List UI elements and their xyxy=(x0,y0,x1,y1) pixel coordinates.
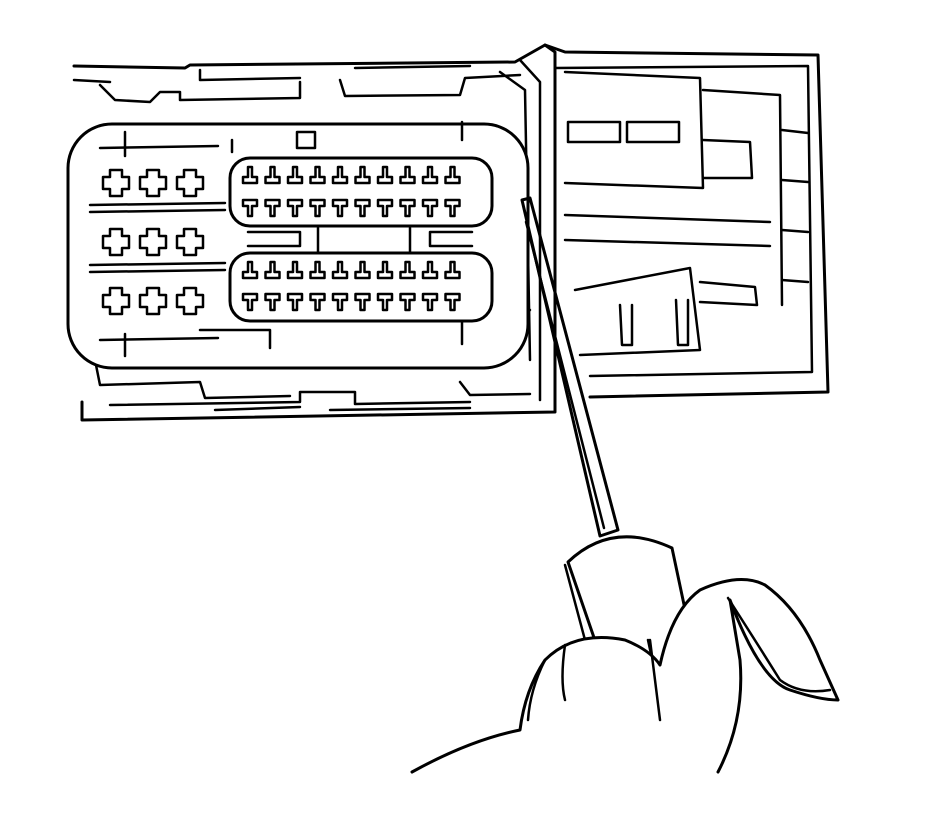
upper-terminal-block xyxy=(228,156,494,228)
hand-icon xyxy=(410,578,840,774)
terminal-cavity xyxy=(241,198,259,218)
terminal-cavity xyxy=(354,198,371,218)
terminal-cavity xyxy=(286,198,304,218)
terminal-cavity xyxy=(309,198,326,218)
terminal-cavity xyxy=(399,165,416,185)
terminal-cavity xyxy=(376,260,394,280)
terminal-cavity xyxy=(354,165,371,185)
terminal-cavities xyxy=(241,165,461,312)
large-cavity-grid xyxy=(101,168,205,316)
connector-rear-housing xyxy=(543,43,830,399)
large-cavity xyxy=(138,286,168,316)
terminal-cavity xyxy=(241,165,259,185)
latch-window-right xyxy=(625,120,681,144)
terminal-cavity xyxy=(444,260,461,280)
terminal-cavity xyxy=(286,292,304,312)
terminal-cavity xyxy=(421,165,439,185)
lower-terminal-block xyxy=(228,251,494,323)
terminal-cavity xyxy=(421,260,439,280)
terminal-cavity xyxy=(309,260,326,280)
terminal-block-divider xyxy=(246,226,474,254)
terminal-cavity xyxy=(331,292,349,312)
terminal-cavity xyxy=(399,292,416,312)
terminal-cavity xyxy=(399,198,416,218)
terminal-cavity xyxy=(286,260,304,280)
large-cavity xyxy=(101,227,131,257)
terminal-cavity xyxy=(241,292,259,312)
terminal-cavity xyxy=(421,292,439,312)
connector-face-details xyxy=(88,120,464,358)
terminal-cavity xyxy=(286,165,304,185)
index-key xyxy=(295,130,317,150)
terminal-cavity xyxy=(376,198,394,218)
terminal-cavity xyxy=(421,198,439,218)
large-cavity xyxy=(101,286,131,316)
terminal-cavity xyxy=(444,198,461,218)
terminal-cavity xyxy=(376,292,394,312)
terminal-cavity xyxy=(264,165,281,185)
terminal-cavity xyxy=(331,260,349,280)
terminal-cavity xyxy=(376,165,394,185)
large-cavity xyxy=(175,286,205,316)
terminal-cavity xyxy=(354,260,371,280)
terminal-cavity xyxy=(331,165,349,185)
terminal-cavity xyxy=(354,292,371,312)
terminal-cavity xyxy=(331,198,349,218)
large-cavity xyxy=(175,168,205,198)
terminal-cavity xyxy=(444,292,461,312)
latch-window-left xyxy=(566,120,622,144)
terminal-cavity xyxy=(264,198,281,218)
terminal-cavity xyxy=(399,260,416,280)
terminal-cavity xyxy=(264,292,281,312)
large-cavity xyxy=(175,227,205,257)
terminal-cavity xyxy=(444,165,461,185)
terminal-cavity xyxy=(309,292,326,312)
terminal-cavity xyxy=(309,165,326,185)
large-cavity xyxy=(138,168,168,198)
large-cavity xyxy=(101,168,131,198)
large-cavity xyxy=(138,227,168,257)
terminal-cavity xyxy=(264,260,281,280)
terminal-cavity xyxy=(241,260,259,280)
